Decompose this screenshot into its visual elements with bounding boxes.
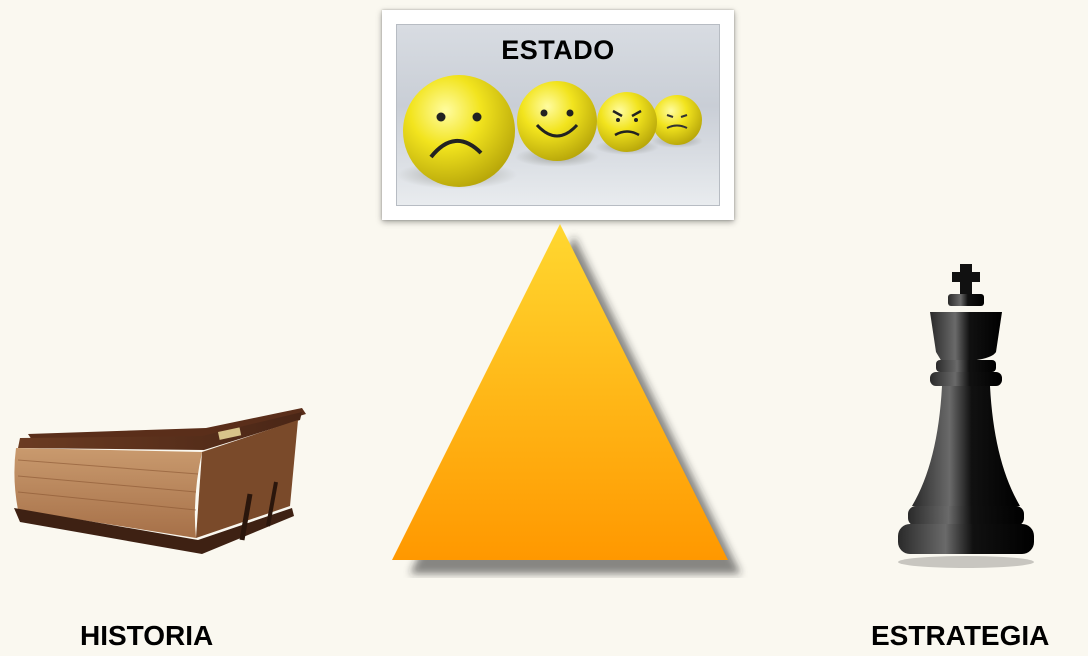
smiling-ball [517, 81, 597, 161]
sad-ball [403, 75, 515, 187]
chess-king-image [896, 262, 1042, 577]
emotion-balls-illustration [397, 75, 703, 189]
estado-label: ESTADO [501, 35, 615, 65]
center-triangle [384, 222, 756, 583]
emotion-balls-image: ESTADO [396, 24, 720, 206]
estrategia-label: ESTRATEGIA [871, 620, 1050, 651]
angry-ball [597, 92, 657, 152]
worried-ball [652, 95, 702, 145]
historia-label: HISTORIA [80, 620, 214, 651]
estado-photo-frame: ESTADO [382, 10, 734, 220]
old-book-image [6, 398, 306, 563]
